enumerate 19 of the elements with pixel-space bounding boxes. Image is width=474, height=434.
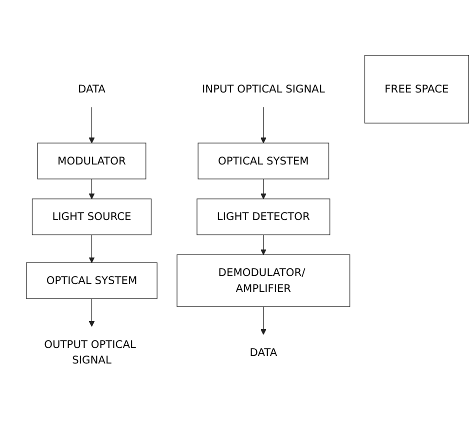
node-text: DATA [78,82,106,96]
node-box: FREE SPACE [364,55,469,124]
arrow [88,178,95,200]
arrow [88,234,95,264]
node-box: OPTICAL SYSTEM [26,262,158,300]
arrow [260,234,266,256]
node-box: OPTICAL SYSTEM [198,142,330,180]
node-text: DATA [250,346,278,359]
arrow [88,298,95,327]
node-box: LIGHT SOURCE [32,198,152,236]
node-box: LIGHT DETECTOR [196,198,330,236]
node-box: MODULATOR [37,142,146,180]
node-text: OUTPUT OPTICAL SIGNAL [44,338,136,367]
arrow [260,106,266,144]
node-box: DEMODULATOR/ AMPLIFIER [176,254,350,308]
arrow [88,106,95,144]
arrow [260,178,266,200]
node-text: INPUT OPTICAL SIGNAL [202,82,325,96]
arrow [260,306,266,335]
